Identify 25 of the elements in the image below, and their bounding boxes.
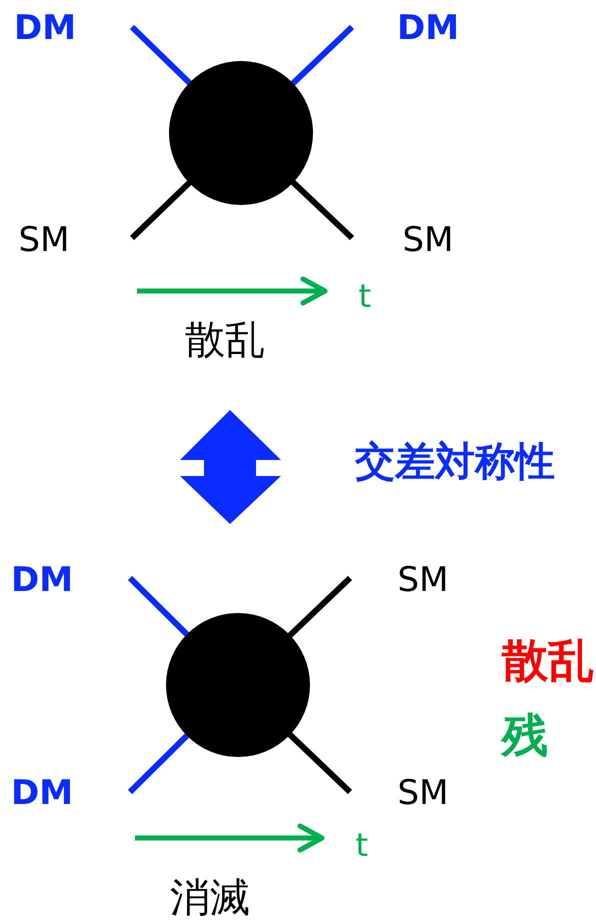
particle-line	[287, 576, 352, 638]
particle-label: SM	[402, 223, 454, 257]
particle-line	[130, 24, 192, 86]
particle-label: SM	[398, 776, 448, 810]
particle-line	[128, 576, 190, 638]
particle-label: DM	[11, 776, 74, 810]
particle-line	[290, 24, 354, 86]
particle-line	[287, 732, 352, 794]
interaction-blob	[169, 61, 313, 205]
particle-label: DM	[14, 11, 76, 45]
time-label: t	[356, 829, 368, 861]
particle-label: SM	[18, 223, 70, 257]
particle-line	[290, 180, 354, 240]
particle-line	[130, 180, 192, 240]
note-text: 散乱	[502, 637, 594, 683]
note-text: 残	[502, 712, 548, 758]
symmetry-label: 交差対称性	[355, 442, 555, 482]
time-label: t	[358, 280, 372, 312]
particle-label: SM	[398, 563, 448, 597]
diagram-caption: 消滅	[170, 878, 250, 918]
particle-label: DM	[11, 563, 74, 597]
particle-label: DM	[397, 11, 460, 45]
interaction-blob	[166, 613, 310, 757]
diagram-caption: 散乱	[185, 320, 265, 360]
particle-line	[128, 732, 190, 794]
